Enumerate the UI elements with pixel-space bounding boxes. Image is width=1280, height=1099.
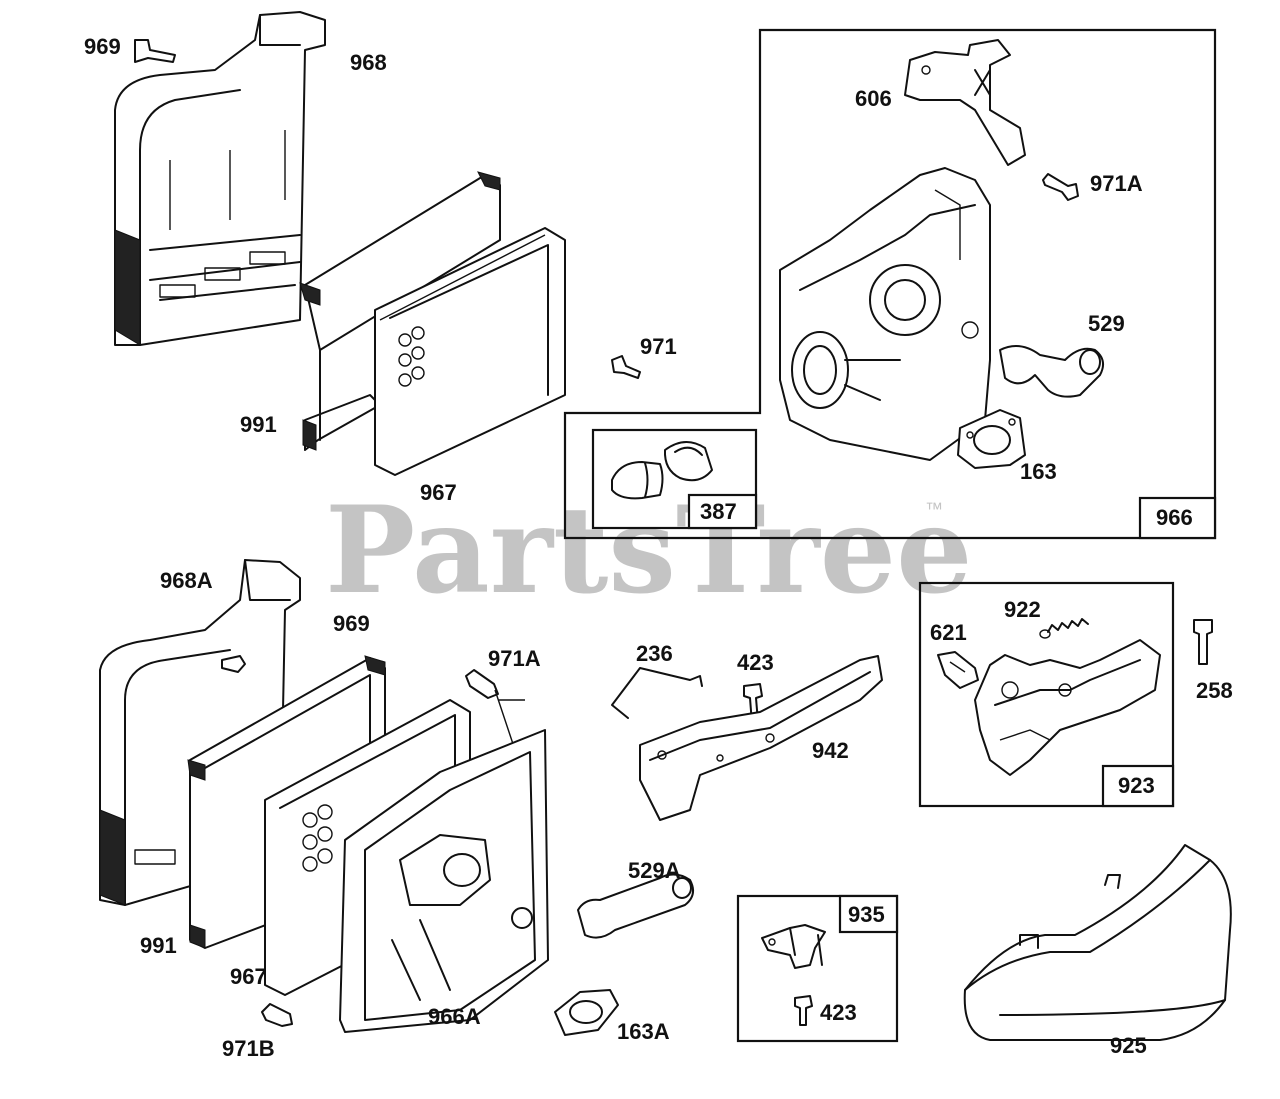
callout-971A-lower: 971A [488, 646, 541, 671]
part-966-carburetor-body[interactable] [779, 167, 991, 461]
kit-tag-387: 387 [700, 499, 737, 524]
callout-967-lower: 967 [230, 964, 267, 989]
callout-258: 258 [1196, 678, 1233, 703]
kit-tag-935-box [838, 894, 899, 934]
callout-968: 968 [350, 50, 387, 75]
callout-163: 163 [1020, 459, 1057, 484]
part-991-precleaner[interactable] [299, 171, 501, 451]
watermark-text: PartsTree [325, 480, 972, 621]
callout-236: 236 [636, 641, 673, 666]
kit-tag-966: 966 [1156, 505, 1193, 530]
part-971-screw[interactable] [611, 355, 641, 379]
kit-box-923-outline [918, 581, 1175, 808]
kit-box-935-outline [736, 894, 899, 1043]
callout-942: 942 [812, 738, 849, 763]
callout-968A: 968A [160, 568, 213, 593]
kit-tag-923: 923 [1118, 773, 1155, 798]
callout-991: 991 [240, 412, 277, 437]
callout-529A: 529A [628, 858, 681, 883]
part-967-filter-element[interactable] [374, 227, 566, 476]
callout-966A: 966A [428, 1004, 481, 1029]
part-966A-carburetor-cover[interactable] [339, 729, 549, 1033]
part-163-gasket[interactable] [957, 409, 1026, 469]
part-923-governor-assembly[interactable] [974, 639, 1161, 776]
part-529A-tube[interactable] [577, 873, 695, 939]
part-922-spring[interactable] [1039, 618, 1089, 639]
callout-606: 606 [855, 86, 892, 111]
callout-969: 969 [84, 34, 121, 59]
callout-967: 967 [420, 480, 457, 505]
callout-922: 922 [1004, 597, 1041, 622]
part-606-bracket[interactable] [904, 39, 1026, 166]
part-423b-screw[interactable] [794, 995, 813, 1026]
part-942-bracket[interactable] [639, 655, 883, 821]
part-935-choke-bracket[interactable] [761, 924, 826, 969]
part-925-blower-cover[interactable] [963, 844, 1232, 1041]
kit-tag-966-box [1138, 496, 1217, 540]
part-969b-screw[interactable] [221, 655, 246, 673]
part-968-air-cleaner-base[interactable] [114, 11, 326, 346]
callout-971B: 971B [222, 1036, 275, 1061]
callout-971A: 971A [1090, 171, 1143, 196]
kit-tag-387-box [687, 493, 758, 530]
part-258-screw[interactable] [1193, 619, 1213, 665]
part-163A-gasket[interactable] [554, 989, 619, 1036]
callout-971: 971 [640, 334, 677, 359]
part-387-float-kit[interactable] [611, 441, 713, 500]
part-529-elbow-tube[interactable] [999, 345, 1105, 398]
part-971A_b-screw[interactable] [465, 669, 525, 751]
part-971B-screw[interactable] [261, 1003, 293, 1027]
part-971A-screw[interactable] [1042, 173, 1079, 201]
callout-423: 423 [737, 650, 774, 675]
callout-529: 529 [1088, 311, 1125, 336]
part-236-link-rod[interactable] [611, 667, 703, 719]
kit-tag-935: 935 [848, 902, 885, 927]
callout-991-lower: 991 [140, 933, 177, 958]
part-969-screw[interactable] [134, 39, 176, 63]
callout-163A: 163A [617, 1019, 670, 1044]
callout-423-lower: 423 [820, 1000, 857, 1025]
callout-621: 621 [930, 620, 967, 645]
kit-tag-923-box [1101, 764, 1175, 808]
callout-925: 925 [1110, 1033, 1147, 1058]
watermark-trademark: ™ [925, 499, 943, 519]
kit-box-966-outline [563, 28, 1217, 540]
part-621-governor-link[interactable] [937, 651, 979, 689]
callout-969-lower: 969 [333, 611, 370, 636]
kit-box-387-outline [591, 428, 758, 530]
